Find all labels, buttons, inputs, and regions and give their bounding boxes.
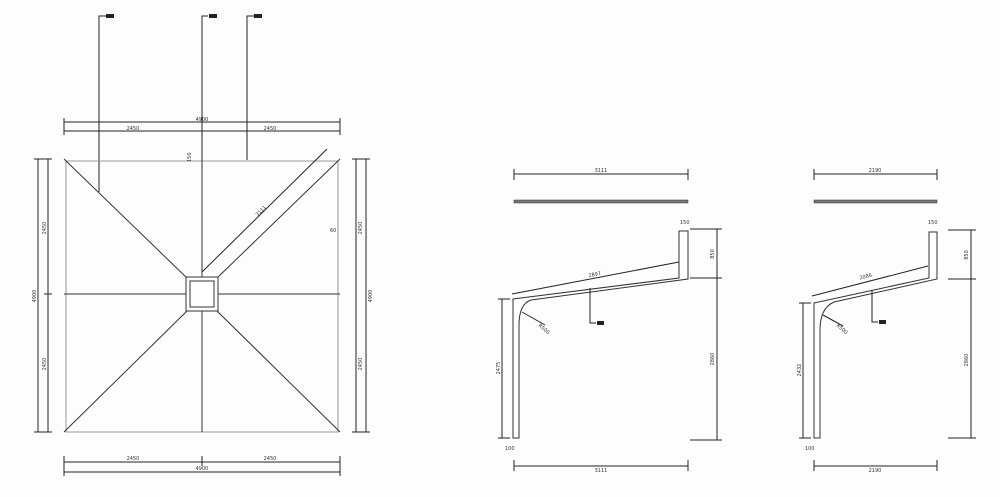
dim-top-length: 3111 — [595, 168, 608, 174]
flat-member — [813, 199, 938, 204]
dim-end-width: 150 — [680, 220, 690, 226]
left-dimensions: 4900 2450 2450 — [32, 158, 52, 433]
dim-bottom-right: 2450 — [264, 456, 277, 462]
dim-post-width: 100 — [505, 446, 515, 452]
profile-member — [512, 230, 689, 439]
dim-small-gap: 60 — [330, 228, 336, 234]
dim-radius: R500 — [537, 323, 551, 336]
plan-members — [63, 158, 341, 433]
section-a: 3111 2897 R500 150 850 2860 2475 100 311… — [496, 168, 722, 474]
dim-radius: R500 — [835, 323, 849, 336]
dim-right-overall: 4900 — [368, 290, 374, 303]
dim-slope-length: 2897 — [588, 271, 602, 279]
dim-half-left: 2450 — [127, 126, 140, 132]
dim-left-overall: 4900 — [32, 290, 38, 303]
dim-top-length: 2190 — [869, 168, 882, 174]
bottom-dimensions: 2450 2450 4900 — [63, 456, 341, 476]
dim-slope-length: 2086 — [859, 273, 873, 282]
dim-half-right: 2450 — [264, 126, 277, 132]
flat-member — [513, 199, 689, 204]
dim-post-height: 2432 — [797, 364, 803, 377]
dim-left-top: 2450 — [42, 222, 48, 235]
top-dimensions: 4900 2450 2450 — [63, 117, 341, 135]
dim-overall-width: 4900 — [196, 117, 209, 123]
right-dimensions: 2450 2450 4900 — [352, 158, 374, 433]
dim-end-width: 150 — [928, 220, 938, 226]
leader-lines — [98, 14, 262, 200]
dim-post-width: 100 — [805, 446, 815, 452]
dim-lower-height: 2860 — [964, 354, 970, 367]
dim-bottom-left: 2450 — [127, 456, 140, 462]
dim-bottom-length: 3111 — [595, 468, 608, 474]
dim-post-height: 2475 — [496, 362, 502, 375]
dim-bottom-overall: 4900 — [196, 466, 209, 472]
profile-member — [813, 231, 938, 439]
section-b: 2190 2086 R500 150 850 2860 2432 100 219… — [797, 168, 976, 474]
dim-right-top: 2450 — [358, 222, 364, 235]
dim-lower-height: 2860 — [710, 353, 716, 366]
dim-upper-height: 850 — [964, 250, 970, 260]
dim-bottom-length: 2190 — [869, 468, 882, 474]
plan-view: 4900 2450 2450 150 3111 60 — [32, 14, 374, 476]
dim-diagonal: 3111 — [255, 205, 268, 218]
dim-upper-height: 850 — [710, 249, 716, 259]
dim-right-bottom: 2450 — [358, 358, 364, 371]
dim-top-detail: 150 — [187, 152, 193, 162]
dim-left-bottom: 2450 — [42, 358, 48, 371]
